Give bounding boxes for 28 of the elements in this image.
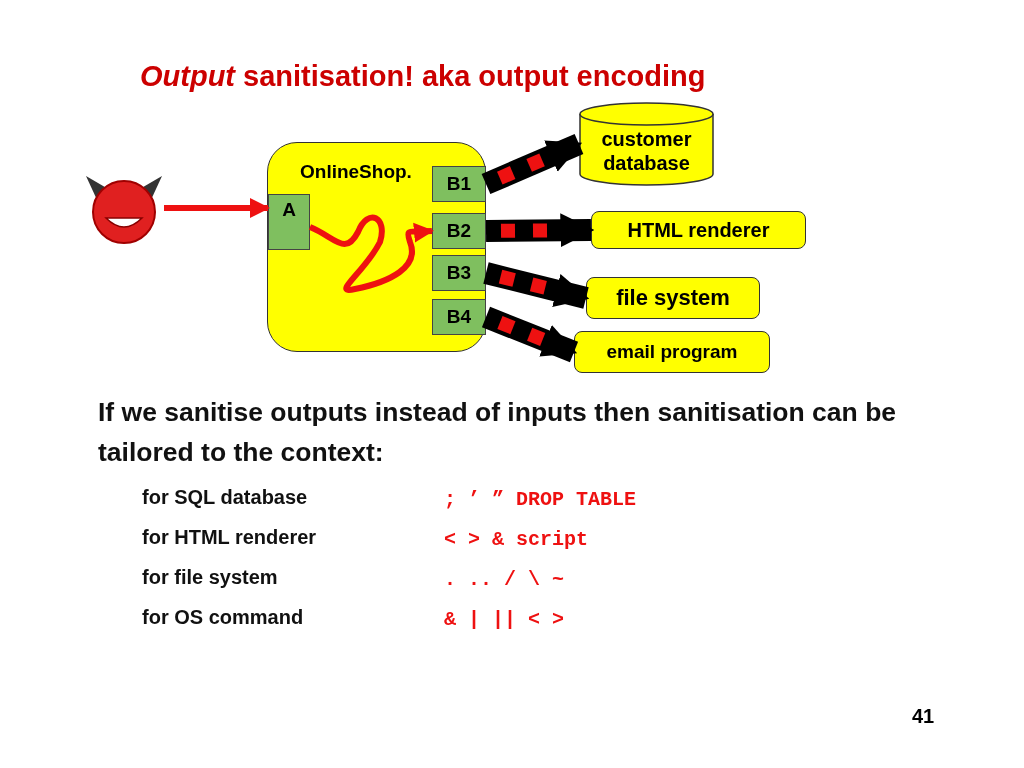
output-target-box: HTML renderer (591, 211, 806, 249)
arrow (308, 214, 434, 293)
body-paragraph: If we sanitise outputs instead of inputs then sanitisation can be tailored to the context: (98, 396, 898, 469)
component-box: B4 (432, 299, 486, 335)
code-text: ; ’ ” DROP TABLE (444, 488, 637, 511)
component-box: A (268, 194, 310, 250)
table-cell: for HTML renderer (142, 526, 317, 549)
output-target-box: email program (574, 331, 770, 373)
arrow (481, 133, 584, 195)
component-box: B3 (432, 255, 486, 291)
table-cell: for file system (142, 566, 278, 589)
table-cell: for SQL database (142, 486, 308, 509)
component-box: B2 (432, 213, 486, 249)
slide-title: Output sanitisation! aka output encoding (140, 60, 706, 93)
application-box (267, 142, 486, 352)
code-text: . .. / \ ~ (444, 568, 565, 591)
component-box: B1 (432, 166, 486, 202)
arrow (481, 306, 579, 363)
arrow (483, 262, 590, 309)
code-text: < > & script (444, 528, 589, 551)
code-text: & | || < > (444, 608, 565, 631)
table-cell: for OS command (142, 606, 304, 629)
page-number: 41 (912, 705, 935, 728)
application-name: OnlineShop. (300, 161, 412, 183)
database-cylinder: customer database (579, 102, 714, 186)
arrow (164, 198, 270, 218)
output-target-box: file system (586, 277, 760, 319)
arrow (485, 213, 595, 248)
